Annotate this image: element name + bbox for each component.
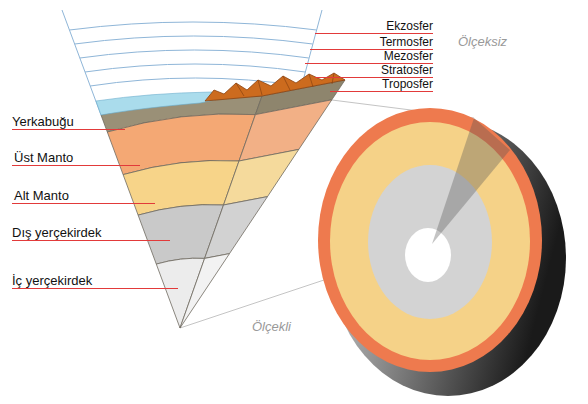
atmosphere-arc bbox=[70, 22, 317, 30]
atmosphere-arc bbox=[85, 64, 305, 72]
wedge-edge bbox=[62, 10, 101, 115]
layer-label: Yerkabuğu bbox=[12, 115, 74, 128]
atmosphere-label-text: Mezosfer bbox=[384, 49, 433, 63]
scale-note-text: Ölçeksiz bbox=[458, 34, 507, 49]
globe-cut-wedge bbox=[432, 118, 510, 244]
layer-label-text: İç yerçekirdek bbox=[12, 273, 92, 288]
lower-mantle-band bbox=[224, 149, 299, 205]
ocean bbox=[96, 92, 215, 115]
layer-label: Dış yerçekirdek bbox=[12, 226, 102, 239]
leader-line bbox=[12, 240, 170, 241]
atmosphere-label-text: Ekzosfer bbox=[386, 19, 433, 33]
atmosphere-arc bbox=[90, 78, 301, 86]
leader-line bbox=[12, 129, 125, 130]
globe bbox=[318, 108, 566, 396]
layer-label: Alt Manto bbox=[14, 189, 69, 202]
layer-label: Üst Manto bbox=[14, 151, 73, 164]
atmosphere-label-text: Troposfer bbox=[382, 77, 433, 91]
atmosphere-label: Termosfer bbox=[380, 36, 433, 48]
layer-label-text: Dış yerçekirdek bbox=[12, 225, 102, 240]
leader-line bbox=[12, 203, 155, 204]
globe-crust bbox=[318, 108, 542, 372]
atmosphere-label: Ekzosfer bbox=[386, 20, 433, 32]
scale-note-text: Ölçekli bbox=[252, 319, 291, 334]
atmosphere-arc bbox=[75, 36, 313, 44]
mountain-ridges bbox=[236, 73, 334, 96]
layer-label-text: Alt Manto bbox=[14, 188, 69, 203]
leader-line bbox=[330, 91, 433, 92]
leader-line bbox=[12, 165, 140, 166]
layer-label-text: Yerkabuğu bbox=[12, 114, 74, 129]
scale-note: Ölçeksiz bbox=[458, 35, 507, 48]
leader-line bbox=[12, 288, 178, 289]
atmosphere-label: Troposfer bbox=[382, 78, 433, 90]
atmosphere-label-text: Stratosfer bbox=[381, 63, 433, 77]
leader-line bbox=[315, 33, 433, 34]
wedge-side-face bbox=[180, 80, 345, 328]
atmosphere-arc bbox=[80, 50, 309, 58]
atmosphere-label-text: Termosfer bbox=[380, 35, 433, 49]
scale-note: Ölçekli bbox=[252, 320, 291, 333]
inner-core-band bbox=[180, 254, 230, 328]
atmosphere-label: Stratosfer bbox=[381, 64, 433, 76]
outer-core-band bbox=[205, 197, 268, 259]
globe-inner-core bbox=[405, 228, 451, 282]
atmosphere-arcs bbox=[70, 22, 317, 86]
layer-label: İç yerçekirdek bbox=[12, 274, 92, 287]
layer-label-text: Üst Manto bbox=[14, 150, 73, 165]
atmosphere-label: Mezosfer bbox=[384, 50, 433, 62]
